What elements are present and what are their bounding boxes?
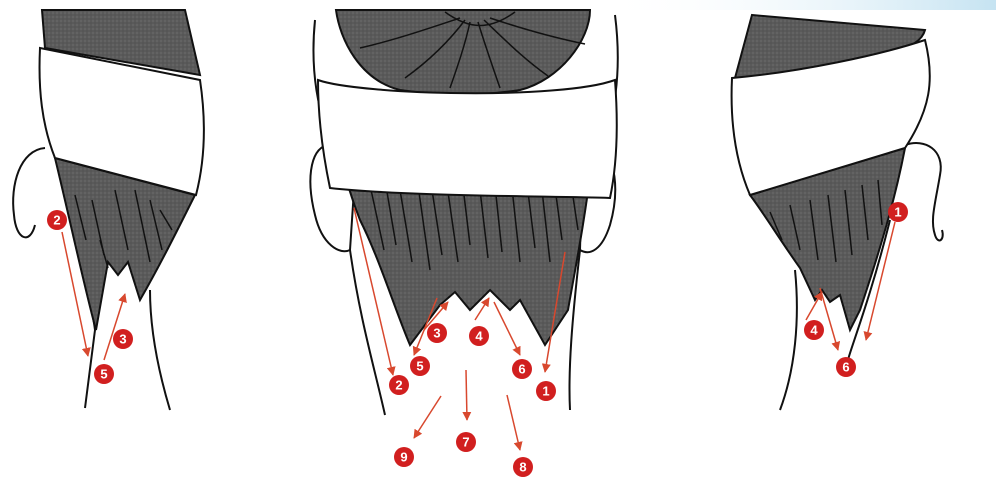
marker-back-5-label: 5 — [416, 359, 423, 374]
left-neck-back-outline — [150, 290, 170, 410]
marker-back-9: 9 — [394, 447, 414, 467]
back-headband — [318, 80, 617, 198]
marker-back-4-label: 4 — [475, 329, 483, 344]
marker-back-7-label: 7 — [462, 435, 469, 450]
back-neck-outline-left — [350, 250, 385, 415]
left-side-view: 2 3 5 — [13, 10, 204, 410]
left-arrow-3 — [104, 294, 125, 360]
marker-right-4-label: 4 — [810, 323, 818, 338]
marker-right-1: 1 — [888, 202, 908, 222]
marker-back-3-label: 3 — [433, 326, 440, 341]
marker-back-6-label: 6 — [518, 362, 525, 377]
marker-back-1-label: 1 — [542, 384, 549, 399]
right-ear — [905, 143, 943, 240]
right-side-view: 1 4 6 — [732, 15, 943, 410]
back-markers: 3 4 5 6 2 1 7 — [389, 323, 556, 477]
marker-left-3: 3 — [113, 329, 133, 349]
marker-back-7: 7 — [456, 432, 476, 452]
marker-back-2-label: 2 — [395, 378, 402, 393]
marker-back-3: 3 — [427, 323, 447, 343]
marker-back-5: 5 — [410, 356, 430, 376]
marker-back-8-label: 8 — [519, 460, 526, 475]
marker-right-6: 6 — [836, 357, 856, 377]
marker-right-1-label: 1 — [894, 205, 901, 220]
marker-back-6: 6 — [512, 359, 532, 379]
marker-left-2: 2 — [47, 210, 67, 230]
back-arrow-7 — [466, 370, 467, 420]
marker-left-5: 5 — [94, 364, 114, 384]
back-arrow-6 — [494, 302, 520, 355]
back-arrow-9 — [414, 396, 441, 438]
back-view: 3 4 5 6 2 1 7 — [310, 10, 617, 477]
left-ear — [13, 148, 45, 237]
marker-back-8: 8 — [513, 457, 533, 477]
marker-right-4: 4 — [804, 320, 824, 340]
marker-left-2-label: 2 — [53, 213, 60, 228]
marker-right-6-label: 6 — [842, 360, 849, 375]
marker-back-1: 1 — [536, 381, 556, 401]
top-right-tint — [600, 0, 996, 10]
right-neck-outline-left — [780, 270, 797, 410]
marker-back-4: 4 — [469, 326, 489, 346]
marker-left-3-label: 3 — [119, 332, 126, 347]
back-arrow-8 — [507, 395, 520, 450]
marker-back-2: 2 — [389, 375, 409, 395]
marker-back-9-label: 9 — [400, 450, 407, 465]
marker-left-5-label: 5 — [100, 367, 107, 382]
